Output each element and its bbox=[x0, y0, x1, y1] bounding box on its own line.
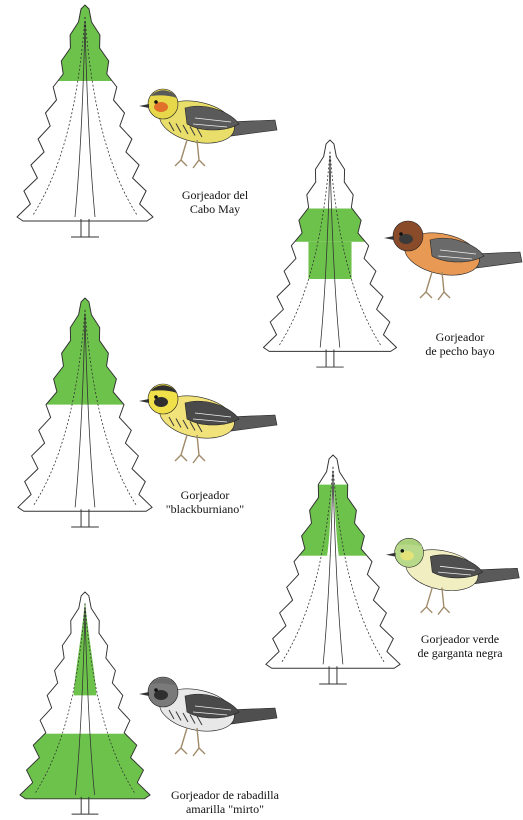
label-bay-breasted: Gorjeador de pecho bayo bbox=[405, 330, 515, 358]
bird-legs bbox=[175, 728, 205, 756]
label-line: de pecho bayo bbox=[405, 344, 515, 358]
bird-wing bbox=[185, 694, 239, 718]
feeding-zone-area bbox=[10, 5, 160, 81]
bird-beak bbox=[139, 692, 149, 696]
bird-beak bbox=[139, 104, 149, 108]
bird-bay-breasted-warbler bbox=[380, 212, 523, 307]
bird-wing bbox=[185, 401, 239, 425]
bird-beak bbox=[139, 399, 149, 403]
label-line: amarilla "mirto" bbox=[150, 802, 300, 816]
label-line: Gorjeador verde bbox=[400, 632, 520, 646]
bird-wing bbox=[185, 106, 239, 130]
bird-black-throated-green-warbler bbox=[382, 528, 523, 623]
bird-eye bbox=[399, 232, 403, 236]
tree-trunk bbox=[71, 509, 99, 527]
bird-beak bbox=[384, 236, 394, 240]
bird-legs bbox=[175, 435, 205, 463]
bird-beak bbox=[386, 553, 396, 557]
label-cape-may: Gorjeador del Cabo May bbox=[160, 188, 270, 216]
label-line: de garganta negra bbox=[400, 646, 520, 660]
label-line: Gorjeador bbox=[150, 488, 260, 502]
feeding-zone-area bbox=[308, 242, 351, 279]
tree-trunk bbox=[316, 349, 343, 367]
bird-eye bbox=[401, 549, 404, 552]
bird-legs bbox=[420, 272, 450, 300]
label-line: "blackburniano" bbox=[150, 502, 260, 516]
bird-wing bbox=[430, 238, 484, 262]
tree-trunk bbox=[71, 219, 99, 237]
feeding-zone bbox=[10, 5, 160, 81]
label-line: Gorjeador del bbox=[160, 188, 270, 202]
bird-myrtle-warbler bbox=[135, 668, 285, 763]
tree-trunk bbox=[319, 666, 347, 684]
label-line: Cabo May bbox=[160, 202, 270, 216]
bird-eye bbox=[154, 100, 158, 104]
label-black-throated-green: Gorjeador verde de garganta negra bbox=[400, 632, 520, 660]
bird-legs bbox=[421, 588, 450, 615]
tree-trunk bbox=[72, 797, 99, 814]
bird-legs bbox=[175, 140, 205, 168]
label-myrtle: Gorjeador de rabadilla amarilla "mirto" bbox=[150, 788, 300, 816]
bird-eye bbox=[154, 395, 158, 399]
label-blackburnian: Gorjeador "blackburniano" bbox=[150, 488, 260, 516]
label-line: Gorjeador de rabadilla bbox=[150, 788, 300, 802]
bird-eye bbox=[154, 688, 158, 692]
label-line: Gorjeador bbox=[405, 330, 515, 344]
bird-wing bbox=[430, 555, 482, 578]
